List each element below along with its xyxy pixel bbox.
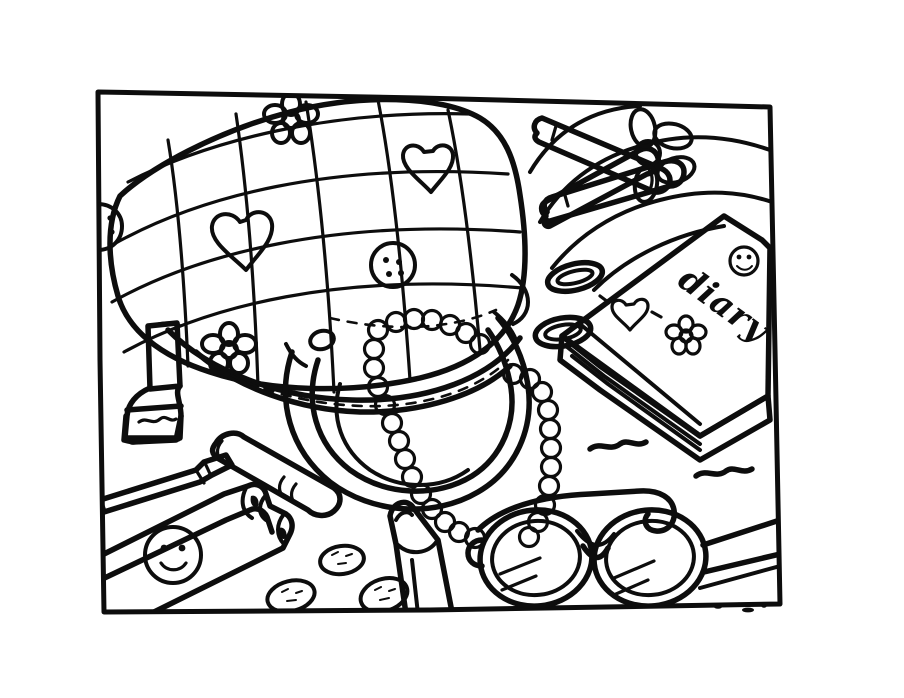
pearl-strand-right <box>501 362 563 549</box>
bag-handle-outer <box>282 315 532 512</box>
squiggle-mark <box>693 466 755 479</box>
hand-drawn-border <box>95 89 783 615</box>
cloth-line-lower-right <box>698 564 780 590</box>
pearl-necklace <box>362 307 492 550</box>
pearl-necklace-2 <box>501 362 563 549</box>
button-icon-right <box>510 273 530 326</box>
flower-doodle-2 <box>200 321 258 375</box>
flower-topper <box>628 107 697 204</box>
button-icon-left <box>98 202 124 252</box>
coin-item <box>358 576 410 612</box>
coins <box>265 328 410 612</box>
hair-elastic-2 <box>532 314 594 350</box>
artifact-specks <box>714 602 767 613</box>
crayon-standing <box>387 499 455 612</box>
cloth-fold-line <box>528 104 642 174</box>
crossed-pens <box>528 104 774 292</box>
polish-label-squiggle <box>137 415 178 424</box>
squiggle-mark <box>587 439 649 452</box>
pencil-case <box>98 481 295 612</box>
plaid-weft-lines <box>110 112 524 354</box>
sunglasses <box>465 488 780 609</box>
bag-handle-third <box>334 382 470 487</box>
smiley-face-icon <box>143 525 203 585</box>
coin-item <box>265 578 317 612</box>
heart-doodle <box>209 210 275 272</box>
heart-doodle-2 <box>401 143 456 194</box>
crayon-upper <box>209 430 343 519</box>
coin-item <box>318 543 366 577</box>
smiley-face-sticker <box>728 245 760 277</box>
plaid-handbag <box>98 92 532 512</box>
heart-doodle-diary <box>598 294 663 332</box>
lens-shine-lines <box>498 556 656 596</box>
button-icon <box>369 241 417 289</box>
pearl-strand-left <box>362 307 492 550</box>
flower-doodle <box>262 92 320 145</box>
coin-item <box>308 328 336 352</box>
bag-stitching <box>184 344 510 408</box>
squiggles <box>587 439 755 479</box>
hair-elastic-1 <box>544 259 606 295</box>
flower-doodle-diary <box>664 314 708 356</box>
nail-polish-bottle <box>121 320 184 445</box>
